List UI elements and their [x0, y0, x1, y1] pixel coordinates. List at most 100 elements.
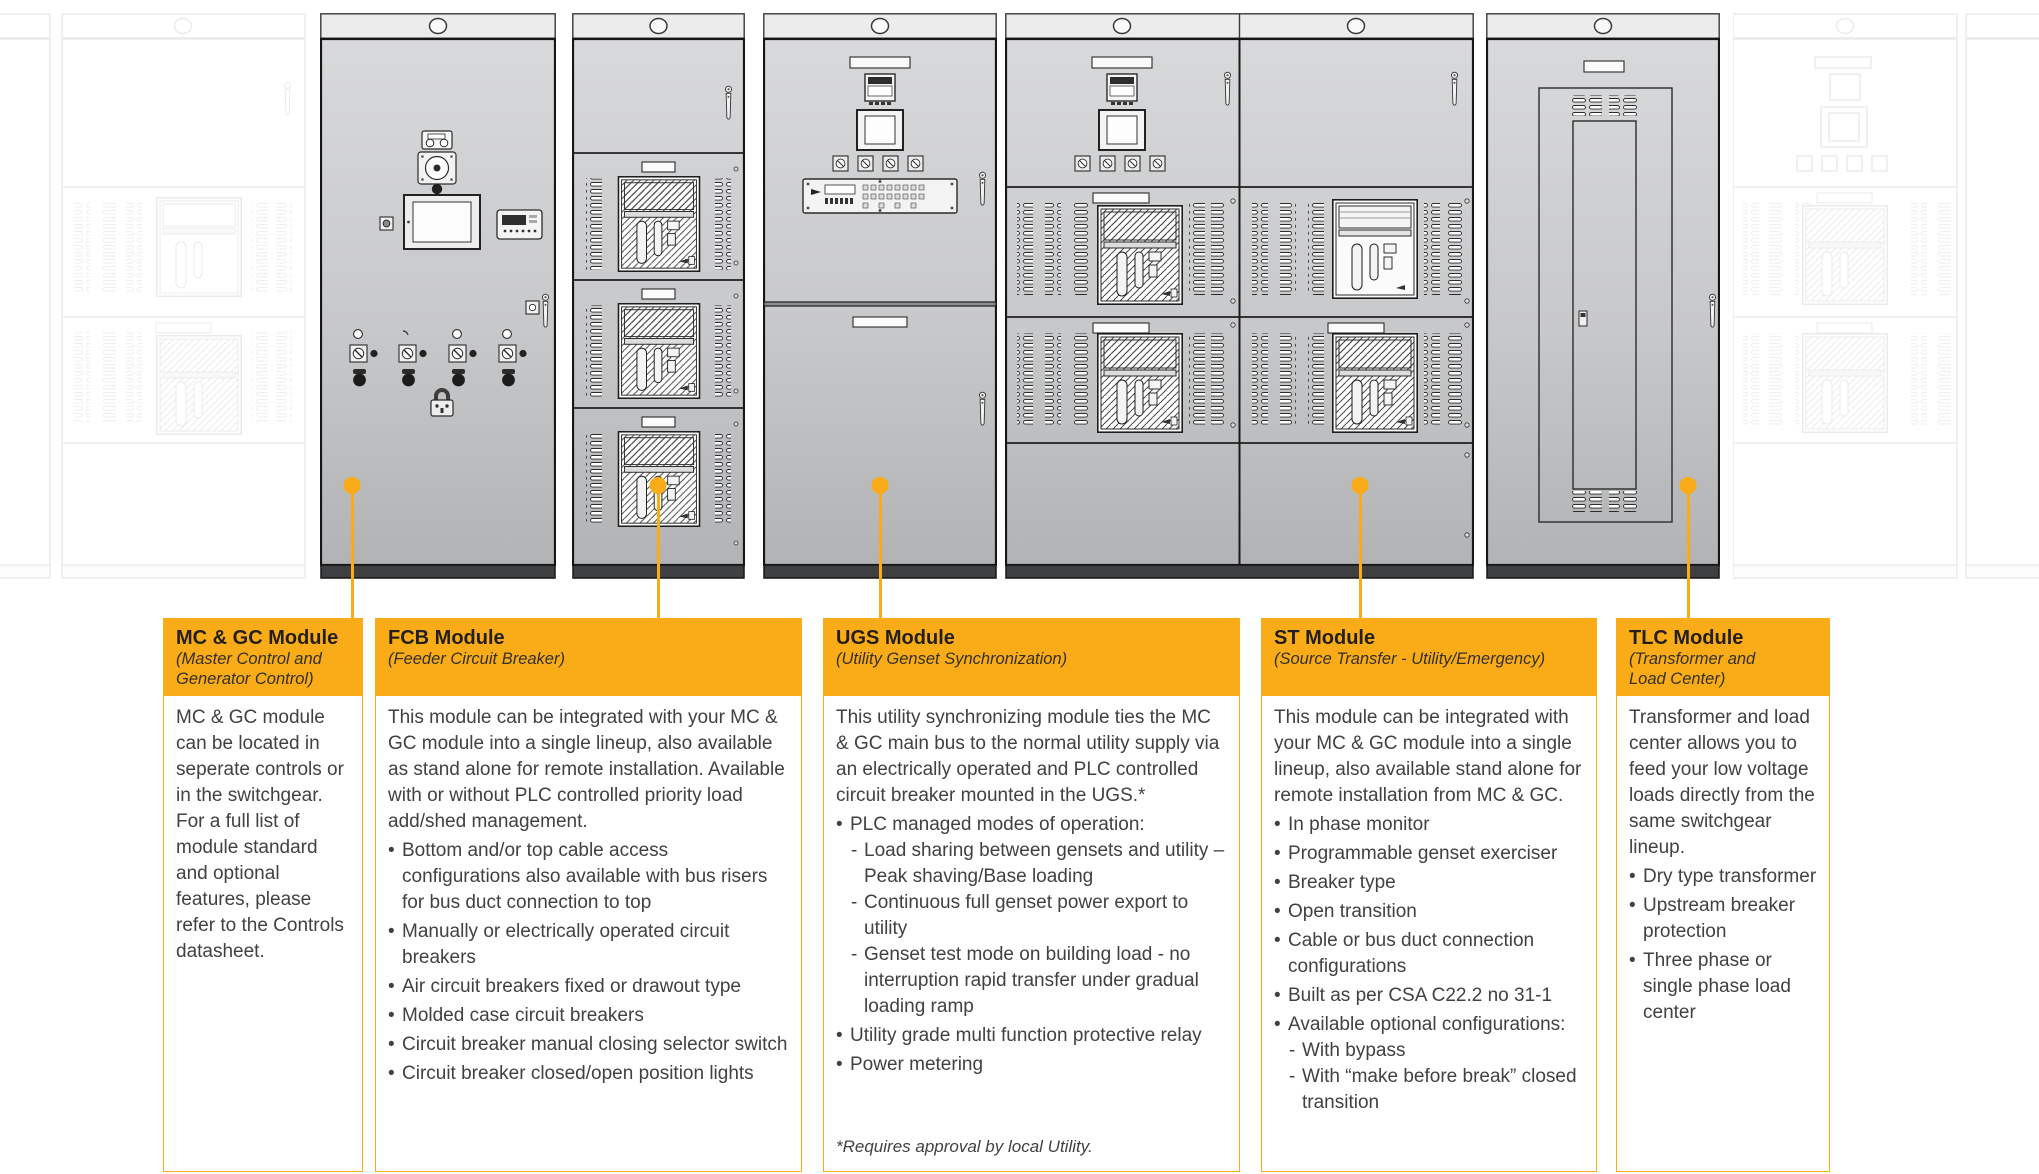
module-paragraph: For a full list of module standard and o…: [176, 811, 344, 962]
control-switch-row: [1074, 155, 1166, 172]
bullet-text: In phase monitor: [1288, 814, 1430, 835]
module-paragraph: This module can be integrated with your …: [388, 707, 785, 832]
callout-connector-mcgc: [343, 477, 361, 618]
cabinet-ugs: [762, 13, 998, 584]
ghost-cabinet-left-illustration: [0, 13, 306, 579]
push-button-icon: [379, 216, 394, 231]
door-handle-icon: [724, 85, 733, 120]
bullet-text: Molded case circuit breakers: [402, 1005, 644, 1026]
module-subtitle: (Master Control and Generator Control): [176, 650, 322, 688]
power-meter-icon: [864, 73, 896, 105]
bullet-text: Built as per CSA C22.2 no 31-1: [1288, 985, 1553, 1006]
sub-bullet-marker: -: [851, 944, 858, 965]
module-box-tlc: TLC Module (Transformer and Load Center)…: [1616, 618, 1830, 1172]
module-header: MC & GC Module (Master Control and Gener…: [163, 618, 363, 696]
load-center-panel: [1538, 87, 1673, 523]
sub-bullet-marker: -: [851, 840, 858, 861]
callout-connector-ugs: [871, 477, 889, 618]
st-cabinet-illustration: [1004, 13, 1475, 579]
module-paragraph: This utility synchronizing module ties t…: [836, 707, 1220, 806]
breaker-compartment: [1252, 199, 1462, 299]
bullet-item: •Breaker type: [1274, 870, 1584, 896]
hmi-touchscreen-icon: [403, 194, 481, 250]
bullet-text: PLC managed modes of operation:: [850, 814, 1145, 835]
module-body: This module can be integrated with your …: [375, 696, 802, 1172]
sub-bullet-item: -Genset test mode on building load - no …: [851, 942, 1227, 1020]
protective-relay-icon: [802, 178, 958, 214]
bullet-item: • Circuit breaker manual closing selector…: [388, 1032, 789, 1058]
bullet-text: Breaker type: [1288, 872, 1396, 893]
module-title: FCB Module: [388, 627, 505, 649]
bullet-marker: •: [388, 1063, 395, 1084]
module-body: MC & GC module can be located in seperat…: [163, 696, 363, 1172]
bullet-marker: •: [1274, 1014, 1281, 1035]
bullet-item: •Dry type transformer: [1629, 864, 1817, 890]
bullet-text: Utility grade multi function protective …: [850, 1025, 1202, 1046]
nameplate: [1091, 56, 1153, 69]
module-body: Transformer and load center allows you t…: [1616, 696, 1830, 1172]
callout-dot: [343, 477, 361, 494]
module-subtitle: (Utility Genset Synchronization): [836, 650, 1068, 668]
bullet-text: Bottom and/or top cable access configura…: [402, 840, 768, 913]
bullet-item: • Programmable genset exerciser: [1274, 841, 1584, 867]
module-header: UGS Module (Utility Genset Synchronizati…: [823, 618, 1240, 696]
module-box-st: ST Module (Source Transfer - Utility/Eme…: [1261, 618, 1597, 1172]
bullet-text: Circuit breaker manual closing selector …: [402, 1034, 788, 1055]
door-handle-icon: [1708, 293, 1717, 328]
bullet-text: Programmable genset exerciser: [1288, 843, 1558, 864]
sub-bullet-item: -Load sharing between gensets and utilit…: [851, 838, 1227, 890]
module-title: MC & GC Module: [176, 627, 339, 649]
module-paragraph: MC & GC module can be located in seperat…: [176, 707, 344, 806]
lifting-eye-icon: [649, 17, 668, 35]
power-meter-icon: [1106, 73, 1138, 105]
module-subtitle: (Source Transfer - Utility/Emergency): [1274, 650, 1546, 668]
module-subtitle: (Feeder Circuit Breaker): [388, 650, 565, 668]
nameplate: [1583, 60, 1625, 73]
sub-bullet-marker: -: [851, 892, 858, 913]
door-handle-icon: [1450, 71, 1459, 106]
display-panel-icon: [856, 109, 904, 151]
bullet-item: •Manually or electrically operated circu…: [388, 919, 789, 971]
bullet-marker: •: [1274, 843, 1281, 864]
lifting-eye-icon: [1346, 17, 1366, 35]
bullet-item: •Circuit breaker closed/open position li…: [388, 1061, 789, 1087]
bullet-marker: •: [836, 1054, 843, 1075]
breaker-compartment: [586, 161, 739, 272]
callout-connector-fcb: [649, 477, 667, 618]
bullet-text: Available optional configurations:: [1288, 1014, 1566, 1035]
padlock-icon: [430, 388, 454, 417]
module-paragraph: This module can be integrated with your …: [1274, 707, 1582, 806]
module-box-mcgc: MC & GC Module (Master Control and Gener…: [163, 618, 363, 1172]
module-header: ST Module (Source Transfer - Utility/Eme…: [1261, 618, 1597, 696]
bullet-marker: •: [388, 976, 395, 997]
sub-bullet-text: Continuous full genset power export to u…: [864, 892, 1189, 939]
bullet-marker: •: [388, 1005, 395, 1026]
lifting-eye-icon: [428, 17, 448, 35]
bullet-marker: •: [1629, 866, 1636, 887]
door-handle-icon: [1223, 71, 1232, 106]
bullet-item: • Power metering: [836, 1052, 1227, 1078]
bullet-marker: •: [388, 840, 395, 861]
door-latch-icon: [525, 300, 540, 315]
genset-controller-icon: [496, 209, 543, 240]
lifting-eye-icon: [870, 17, 890, 35]
bullet-text: Air circuit breakers fixed or drawout ty…: [402, 976, 741, 997]
module-title: TLC Module: [1629, 627, 1744, 649]
alarm-bell-icon: [417, 151, 457, 185]
ghost-cabinet-right-illustration: [1732, 13, 2039, 579]
module-title: ST Module: [1274, 627, 1376, 649]
module-footnote: *Requires approval by local Utility.: [836, 1137, 1093, 1156]
breaker-compartment: [1252, 322, 1462, 433]
bullet-marker: •: [388, 1034, 395, 1055]
breaker-compartment: [1017, 322, 1227, 433]
module-title: UGS Module: [836, 627, 955, 649]
control-switch-row: [832, 155, 924, 172]
bullet-text: Power metering: [850, 1054, 984, 1075]
bullet-item: •Cable or bus duct connection configurat…: [1274, 928, 1584, 980]
selector-switch-row: [349, 329, 527, 387]
cabinet-st: [1004, 13, 1475, 584]
module-body: This module can be integrated with your …: [1261, 696, 1597, 1172]
bullet-marker: •: [1274, 985, 1281, 1006]
bullet-marker: •: [1629, 895, 1636, 916]
